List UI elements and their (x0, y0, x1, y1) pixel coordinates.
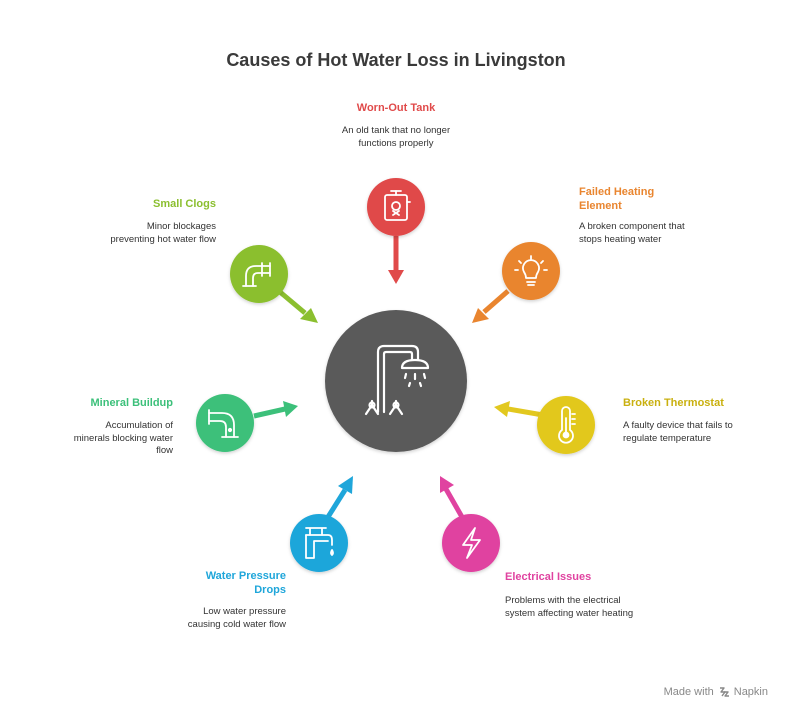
circle-broken-thermostat (537, 396, 595, 454)
tank-icon (384, 190, 411, 221)
arrow-broken-thermostat (494, 401, 544, 418)
label-small-clogs: Small Clogs (153, 198, 216, 210)
arrow-water-pressure-drops (325, 476, 353, 519)
desc-worn-out-tank: An old tank that no longer functions pro… (341, 125, 451, 149)
arrow-mineral-buildup (253, 401, 298, 419)
desc-mineral-buildup: Accumulation of minerals blocking water … (73, 420, 173, 456)
arrow-small-clogs (278, 290, 318, 323)
arrow-electrical-issues (440, 476, 465, 519)
page-title: Causes of Hot Water Loss in Livingston (226, 50, 566, 70)
footer-brand: Napkin (733, 686, 768, 698)
center-circle (325, 310, 467, 452)
label-water-pressure-drops: Water Pressure Drops (205, 570, 286, 596)
desc-water-pressure-drops: Low water pressure causing cold water fl… (187, 606, 286, 630)
circle-small-clogs (230, 245, 288, 303)
footer-text: Made with (663, 686, 714, 698)
circle-mineral-buildup (196, 394, 254, 452)
pipe-icon (208, 409, 239, 438)
pipe-bend-icon (242, 262, 271, 287)
arrow-worn-out-tank (388, 236, 404, 284)
circle-failed-heating-element (502, 242, 560, 300)
footer-credit[interactable]: Made with Napkin (664, 686, 768, 698)
shower-faucet-icon (364, 344, 430, 416)
circle-water-pressure-drops (290, 514, 348, 572)
label-broken-thermostat: Broken Thermostat (623, 397, 724, 409)
desc-failed-heating-element: A broken component that stops heating wa… (579, 221, 685, 245)
desc-small-clogs: Minor blockages preventing hot water flo… (110, 221, 216, 245)
desc-electrical-issues: Problems with the electrical system affe… (505, 595, 634, 619)
thermometer-icon (558, 406, 576, 444)
circle-worn-out-tank (367, 178, 425, 236)
label-failed-heating-element: Failed Heating Element (579, 186, 655, 212)
lightning-icon (462, 527, 481, 559)
lightbulb-icon (514, 255, 548, 286)
label-mineral-buildup: Mineral Buildup (90, 397, 174, 409)
circle-electrical-issues (442, 514, 500, 572)
label-worn-out-tank: Worn-Out Tank (356, 102, 436, 114)
arrow-failed-heating-element (472, 289, 510, 323)
label-electrical-issues: Electrical Issues (505, 571, 592, 583)
napkin-logo-icon (719, 687, 729, 697)
faucet-icon (305, 527, 334, 559)
desc-broken-thermostat: A faulty device that fails to regulate t… (623, 420, 733, 444)
